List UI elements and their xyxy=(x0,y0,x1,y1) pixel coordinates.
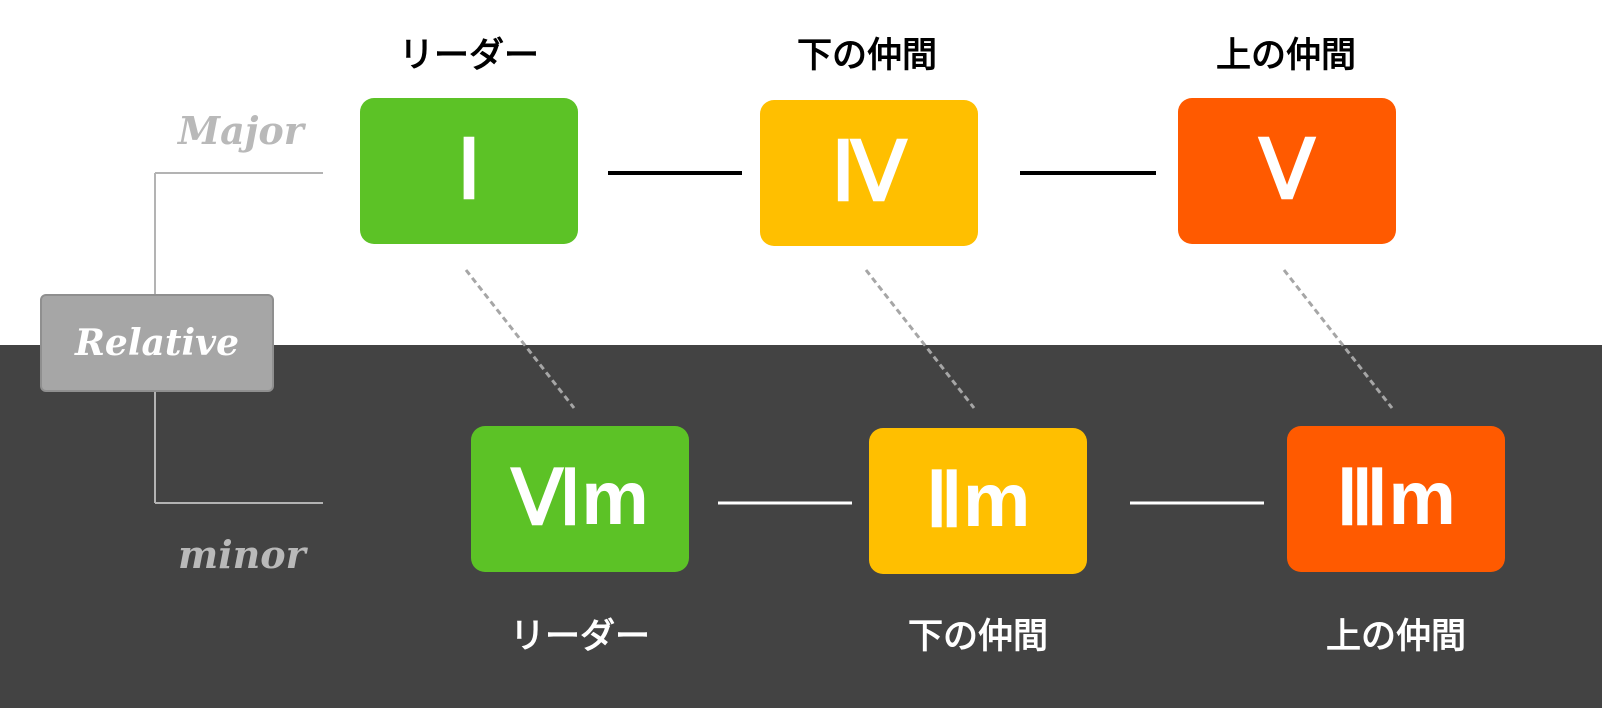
major-key-label: Major xyxy=(178,108,304,153)
relative-box: Relative xyxy=(40,294,274,392)
minor-role-label-leader: リーダー xyxy=(509,617,650,657)
chord-symbol-major-i: Ⅰ xyxy=(456,125,482,216)
chord-box-minor-vim: Ⅵm xyxy=(471,426,689,572)
minor-key-label: minor xyxy=(178,532,306,577)
chord-box-minor-iiim: Ⅲm xyxy=(1287,426,1505,572)
major-role-label-upper: 上の仲間 xyxy=(1215,36,1356,76)
chord-symbol-major-iv: Ⅳ xyxy=(831,127,907,218)
chord-symbol-minor-vim: Ⅵm xyxy=(511,456,649,541)
relative-link-1 xyxy=(464,269,576,409)
chord-box-minor-iim: Ⅱm xyxy=(869,428,1087,574)
major-role-label-leader: リーダー xyxy=(398,36,539,76)
minor-role-label-upper: 上の仲間 xyxy=(1325,617,1466,657)
chord-symbol-minor-iiim: Ⅲm xyxy=(1336,456,1456,541)
minor-role-label-lower: 下の仲間 xyxy=(907,617,1048,657)
chord-symbol-major-v: Ⅴ xyxy=(1258,125,1316,216)
relative-link-2 xyxy=(864,269,976,409)
chord-symbol-minor-iim: Ⅱm xyxy=(925,458,1031,543)
chord-box-major-v: Ⅴ xyxy=(1178,98,1396,244)
relative-link-3 xyxy=(1282,269,1394,409)
major-role-label-lower: 下の仲間 xyxy=(796,36,937,76)
chord-box-major-iv: Ⅳ xyxy=(760,100,978,246)
chord-box-major-i: Ⅰ xyxy=(360,98,578,244)
relative-label: Relative xyxy=(75,322,239,364)
